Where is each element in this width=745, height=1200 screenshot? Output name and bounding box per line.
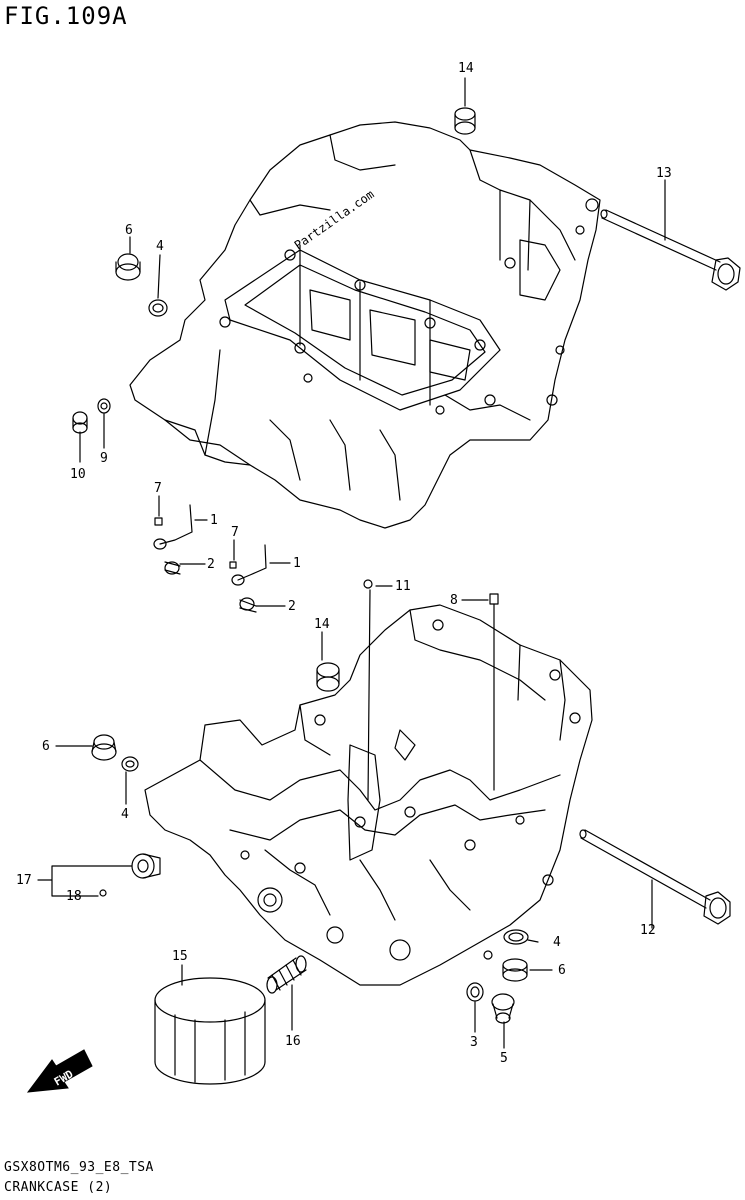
upper-crankcase <box>129 121 601 529</box>
callout-1-b: 1 <box>293 556 301 571</box>
union-bolt-16 <box>266 955 307 994</box>
callout-11: 11 <box>395 579 411 594</box>
bolt-10 <box>72 411 88 434</box>
callout-14-lower: 14 <box>314 617 330 632</box>
callout-5: 5 <box>500 1051 508 1066</box>
callout-6-lower-right: 6 <box>558 963 566 978</box>
washer-3 <box>466 982 484 1002</box>
callout-4-lower-left: 4 <box>121 807 129 822</box>
callout-7-a: 7 <box>154 481 162 496</box>
callout-17: 17 <box>16 873 32 888</box>
drain-bolt-5 <box>491 993 515 1024</box>
callout-7-b: 7 <box>231 525 239 540</box>
callout-9: 9 <box>100 451 108 466</box>
callout-12: 12 <box>640 923 656 938</box>
washer-4-lower-right <box>503 929 529 945</box>
callout-4-lower-right: 4 <box>553 935 561 950</box>
callout-6-upper: 6 <box>125 223 133 238</box>
callout-3: 3 <box>470 1035 478 1050</box>
jet-group-a <box>153 504 267 613</box>
callout-13: 13 <box>656 166 672 181</box>
callout-2-a: 2 <box>207 557 215 572</box>
callout-18: 18 <box>66 889 82 904</box>
bolt-13 <box>600 209 741 291</box>
washer-9 <box>97 398 111 414</box>
bolt-12 <box>579 829 731 925</box>
plug-6-upper <box>115 253 141 281</box>
lower-crankcase <box>144 604 593 986</box>
callout-1-a: 1 <box>210 513 218 528</box>
callout-6-lower-left: 6 <box>42 739 50 754</box>
screw-18 <box>99 889 107 897</box>
plug-6-lower-right <box>502 958 528 982</box>
model-code: GSX8OTM6_93_E8_TSA <box>4 1160 154 1175</box>
oil-filter-15 <box>154 977 266 1085</box>
callout-4-upper: 4 <box>156 239 164 254</box>
pipe-8 <box>489 593 499 791</box>
callout-15: 15 <box>172 949 188 964</box>
callout-14-upper: 14 <box>458 61 474 76</box>
washer-4-lower-left <box>121 756 139 772</box>
callout-8: 8 <box>450 593 458 608</box>
fwd-arrow: FWD <box>26 1049 93 1093</box>
pipe-11 <box>363 579 373 801</box>
figure-title: FIG.109A <box>4 2 128 30</box>
watermark: Partzilla.com <box>292 187 377 252</box>
collar-14-lower <box>316 662 340 692</box>
collar-14-upper <box>454 107 476 135</box>
washer-4-upper <box>148 299 168 317</box>
sensor-17 <box>131 853 161 879</box>
callout-10: 10 <box>70 467 86 482</box>
diagram-name: CRANKCASE (2) <box>4 1180 113 1195</box>
callout-2-b: 2 <box>288 599 296 614</box>
plug-6-lower-left <box>91 734 117 761</box>
callout-16: 16 <box>285 1034 301 1049</box>
callout-leaders <box>37 77 666 1049</box>
